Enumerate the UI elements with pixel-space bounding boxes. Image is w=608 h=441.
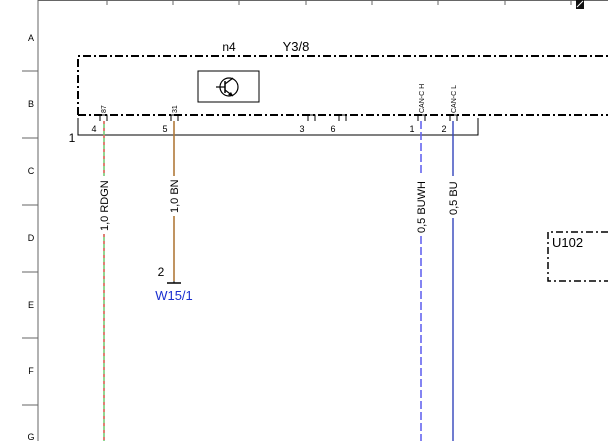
pin-number: 1 <box>409 124 414 134</box>
transistor-icon <box>197 70 260 103</box>
connector-number: 1 <box>69 131 76 145</box>
pin-terminals <box>99 114 458 121</box>
row-label: E <box>28 300 34 310</box>
pin-function: 31 <box>172 105 179 113</box>
pin-function: 87 <box>101 105 108 113</box>
ground-pin: 2 <box>158 265 165 279</box>
row-label: G <box>27 432 34 441</box>
external-component-outline <box>547 231 608 282</box>
corner-marker-icon <box>576 0 584 9</box>
pin-number: 3 <box>299 124 304 134</box>
pin-number: 5 <box>162 124 167 134</box>
component-designator: Y3/8 <box>283 39 310 54</box>
component-outline <box>77 55 608 116</box>
row-label: A <box>28 33 34 43</box>
row-label: F <box>28 366 34 376</box>
wire-label: 1,0 BN <box>169 179 181 213</box>
row-label: B <box>28 99 34 109</box>
wire-label: 0,5 BUWH <box>416 181 428 233</box>
wire-label: 1,0 RDGN <box>99 180 111 231</box>
wire-bn <box>167 121 181 284</box>
row-label: C <box>28 166 35 176</box>
component-sub-designator: n4 <box>222 40 236 54</box>
pin-number: 6 <box>330 124 335 134</box>
row-label: D <box>28 233 35 243</box>
external-component-designator: U102 <box>552 235 583 250</box>
pin-function: CAN-C L <box>451 85 458 113</box>
pin-function: CAN-C H <box>419 84 426 113</box>
connector-bar <box>77 118 479 136</box>
ground-designator: W15/1 <box>155 288 193 303</box>
grid-frame <box>22 0 608 441</box>
pin-number: 4 <box>91 124 96 134</box>
pin-number: 2 <box>441 124 446 134</box>
wire-label: 0,5 BU <box>448 181 460 215</box>
